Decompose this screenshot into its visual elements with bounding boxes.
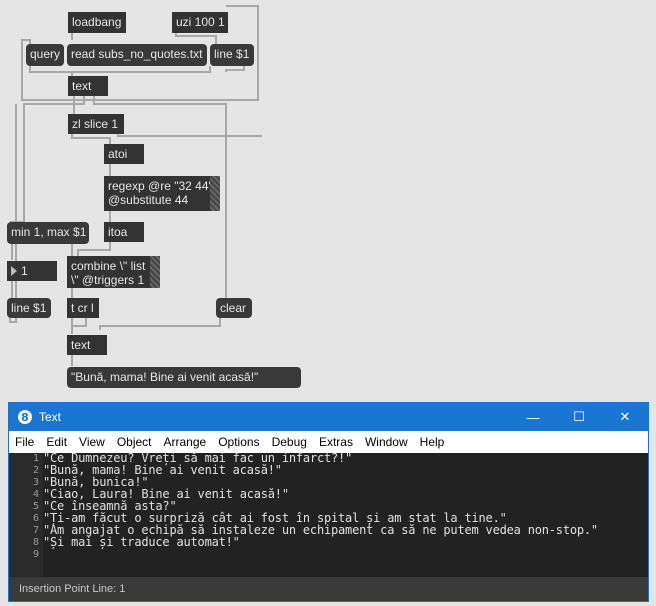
line-message-bottom-label: line $1	[11, 301, 47, 315]
text-object-top-label: text	[72, 79, 92, 93]
maximize-button[interactable]: ☐	[573, 409, 585, 424]
window-titlebar[interactable]: 8 Text — ☐ ✕	[9, 403, 648, 431]
zl-slice-object[interactable]: zl slice 1	[68, 114, 124, 134]
regexp-line-1: regexp @re "32 44"	[108, 179, 213, 193]
menu-window[interactable]: Window	[364, 435, 408, 449]
read-label: read subs_no_quotes.txt	[71, 47, 203, 61]
line-number: 3	[32, 477, 39, 488]
regexp-object[interactable]: regexp @re "32 44" @substitute 44	[104, 176, 220, 211]
line-number: 2	[32, 465, 39, 476]
text-object-bottom[interactable]: text	[67, 335, 107, 355]
text-object-bottom-label: text	[71, 338, 91, 352]
patcher-canvas[interactable]: loadbang uzi 100 1 query read subs_no_qu…	[0, 0, 656, 400]
loadbang-object[interactable]: loadbang	[68, 12, 126, 33]
line-number: 5	[32, 501, 39, 512]
text-line[interactable]: "Ciao, Laura! Bine ai venit acasă!"	[43, 487, 289, 501]
text-line[interactable]: "Ce Dumnezeu? Vreți să mai fac un infarc…	[43, 451, 353, 465]
menu-view[interactable]: View	[79, 435, 105, 449]
menu-options[interactable]: Options	[218, 435, 260, 449]
line-number: 8	[32, 537, 39, 548]
line-message-top-label: line $1	[214, 47, 250, 61]
query-label: query	[30, 47, 61, 61]
atoi-label: atoi	[108, 147, 128, 161]
atoi-object[interactable]: atoi	[104, 144, 144, 164]
clear-label: clear	[220, 301, 247, 315]
text-line[interactable]: "Și mai și traduce automat!"	[43, 535, 240, 549]
menu-bar: File Edit View Object Arrange Options De…	[9, 431, 648, 453]
text-window: 8 Text — ☐ ✕ File Edit View Object Arran…	[8, 402, 649, 602]
menu-extras[interactable]: Extras	[318, 435, 353, 449]
svg-text:8: 8	[21, 411, 29, 424]
number-triangle-icon	[11, 266, 17, 276]
regexp-hatch	[210, 176, 220, 211]
minmax-message[interactable]: min 1, max $1	[7, 222, 89, 244]
menu-help[interactable]: Help	[419, 435, 445, 449]
menu-debug[interactable]: Debug	[271, 435, 307, 449]
number-box[interactable]: 1	[7, 261, 57, 281]
line-number: 7	[32, 525, 39, 536]
combine-hatch	[150, 256, 160, 288]
trigger-label: t cr l	[71, 301, 94, 315]
line-message-top[interactable]: line $1	[210, 44, 254, 66]
menu-arrange[interactable]: Arrange	[163, 435, 207, 449]
itoa-label: itoa	[108, 225, 128, 239]
text-line[interactable]: "Bună, mama! Bine ai venit acasă!"	[43, 463, 282, 477]
text-editor[interactable]: 1 "Ce Dumnezeu? Vreți să mai fac un infa…	[9, 451, 648, 578]
line-number: 4	[32, 489, 39, 500]
output-message[interactable]: "Bună, mama! Bine ai venit acasă!"	[67, 367, 301, 388]
zl-slice-label: zl slice 1	[72, 117, 119, 131]
line-message-bottom[interactable]: line $1	[7, 298, 51, 318]
menu-file[interactable]: File	[15, 435, 35, 449]
line-number-gutter	[9, 453, 43, 578]
clear-message[interactable]: clear	[216, 298, 252, 318]
status-text: Insertion Point Line: 1	[19, 583, 126, 595]
itoa-object[interactable]: itoa	[104, 222, 144, 242]
text-line[interactable]: "Ce înseamnă asta?"	[43, 499, 177, 513]
minimize-button[interactable]: —	[526, 409, 540, 425]
status-bar: Insertion Point Line: 1	[9, 577, 648, 601]
text-line[interactable]: "Am angajat o echipă să instaleze un ech…	[43, 523, 598, 537]
uzi-label: uzi 100 1	[176, 15, 225, 29]
line-number: 6	[32, 513, 39, 524]
text-line[interactable]: "Bună, bunica!"	[43, 475, 149, 489]
number-value: 1	[21, 264, 28, 278]
trigger-object[interactable]: t cr l	[67, 298, 99, 318]
combine-line-2: \" @triggers 1	[71, 273, 145, 287]
window-title: Text	[39, 410, 62, 424]
output-message-label: "Bună, mama! Bine ai venit acasă!"	[71, 370, 259, 384]
line-number: 9	[32, 549, 39, 560]
query-message[interactable]: query	[26, 44, 64, 66]
regexp-line-2: @substitute 44	[108, 193, 189, 207]
text-object-top[interactable]: text	[68, 76, 108, 96]
combine-line-1: combine \" list	[71, 259, 146, 273]
combine-object[interactable]: combine \" list \" @triggers 1	[67, 256, 160, 288]
loadbang-label: loadbang	[72, 15, 122, 29]
menu-object[interactable]: Object	[116, 435, 152, 449]
read-message[interactable]: read subs_no_quotes.txt	[67, 44, 207, 66]
menu-edit[interactable]: Edit	[46, 435, 68, 449]
close-button[interactable]: ✕	[619, 409, 631, 424]
text-line[interactable]: "Ți-am făcut o surpriză cât ai fost în s…	[43, 511, 507, 525]
max-app-icon: 8	[18, 410, 32, 424]
line-number: 1	[32, 453, 39, 464]
uzi-object[interactable]: uzi 100 1	[172, 12, 228, 33]
minmax-label: min 1, max $1	[11, 225, 87, 239]
